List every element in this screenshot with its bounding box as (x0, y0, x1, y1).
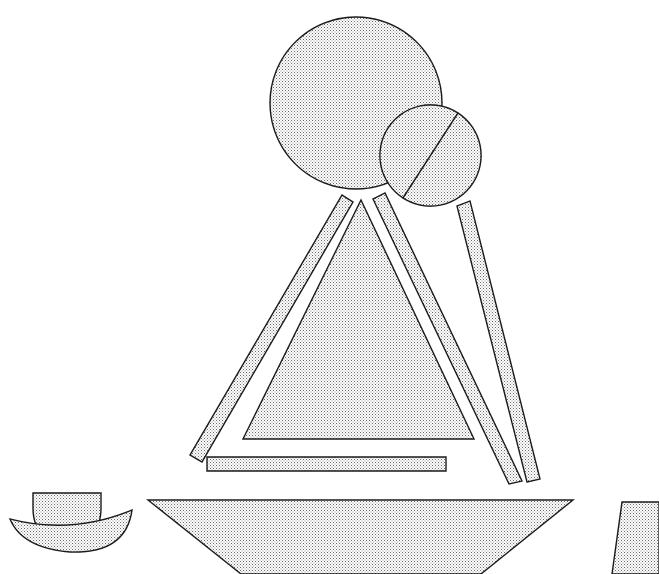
base-trapezoid (148, 500, 573, 574)
edge-parallelogram (612, 502, 659, 574)
base-bar (207, 457, 446, 471)
